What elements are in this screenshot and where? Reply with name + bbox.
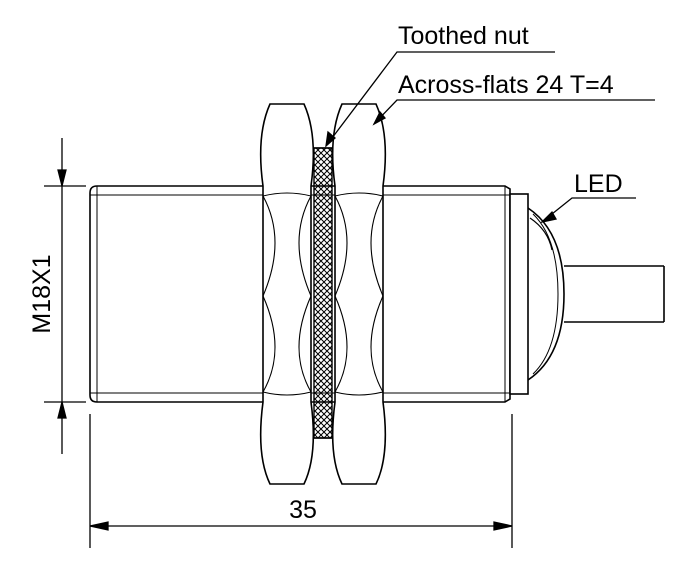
thread-size-label: M18X1	[28, 254, 56, 333]
left-hex-nut	[259, 103, 315, 485]
rear-cap	[509, 193, 565, 395]
right-hex-nut	[331, 103, 387, 485]
length-label: 35	[289, 496, 317, 524]
leader-lines	[325, 51, 655, 224]
led-window	[529, 217, 553, 251]
cable	[564, 265, 665, 323]
toothed-nut-label: Toothed nut	[398, 22, 529, 50]
length-dimension	[89, 414, 513, 548]
thread-dimension	[44, 138, 86, 454]
led-label: LED	[574, 170, 623, 198]
toothed-nut	[313, 147, 333, 439]
across-flats-label: Across-flats 24 T=4	[398, 71, 614, 99]
